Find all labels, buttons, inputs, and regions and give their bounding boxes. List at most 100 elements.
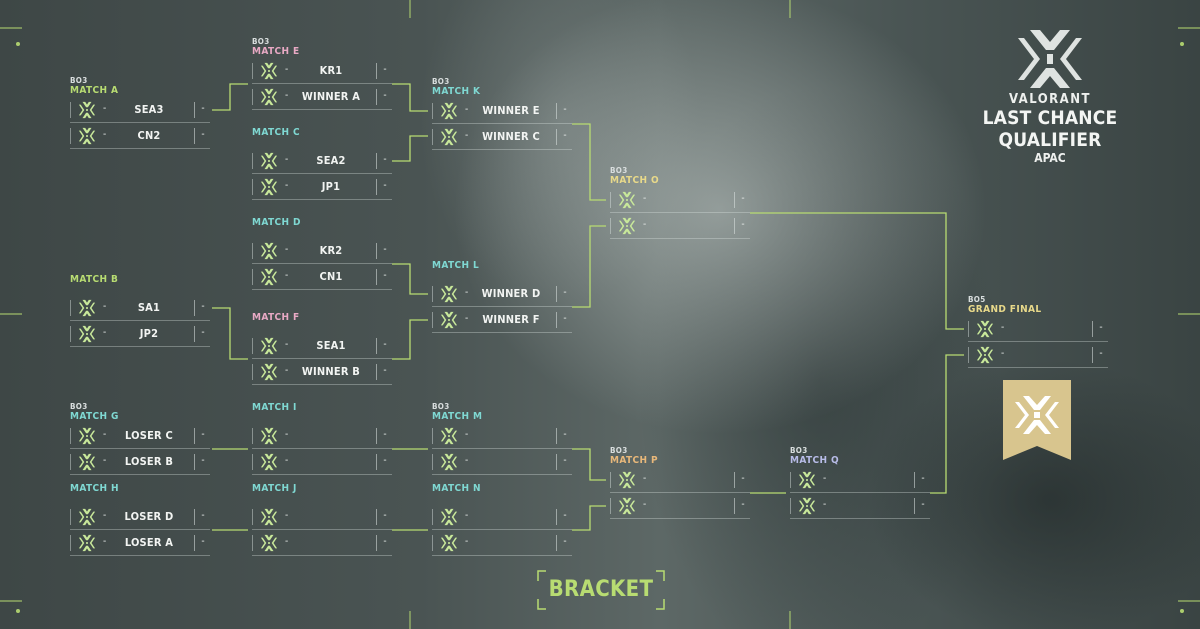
team-name: KR1 <box>319 64 343 77</box>
team-score: - <box>383 429 387 440</box>
team-name: CN2 <box>137 129 161 142</box>
team-logo-icon <box>618 217 636 235</box>
seed-dash: - <box>285 455 289 466</box>
team-logo-icon <box>260 242 278 260</box>
match-format: BO3 <box>252 37 270 46</box>
team-score: - <box>383 64 387 75</box>
team-score: - <box>201 327 205 338</box>
team-score: - <box>383 536 387 547</box>
team-logo-icon <box>798 471 816 489</box>
seed-dash: - <box>103 103 107 114</box>
seed-dash: - <box>285 244 289 255</box>
seed-dash: - <box>823 473 827 484</box>
team-row: -- <box>432 504 572 530</box>
team-logo-icon <box>260 427 278 445</box>
team-logo-icon <box>78 534 96 552</box>
team-score: - <box>563 130 567 141</box>
team-row: -- <box>968 316 1108 342</box>
match-format: BO3 <box>432 77 450 86</box>
champion-banner-icon <box>1003 380 1071 460</box>
team-name: WINNER B <box>301 365 361 378</box>
team-score: - <box>201 429 205 440</box>
team-name: LOSER D <box>124 510 174 523</box>
team-row: - KR2 - <box>252 238 392 264</box>
match-name: MATCH C <box>252 127 300 138</box>
match-name: MATCH L <box>432 260 480 271</box>
team-name: SA1 <box>137 301 161 314</box>
match-b: MATCH B-SA1--JP2- <box>70 274 210 347</box>
team-score: - <box>1099 348 1103 359</box>
team-row: -WINNER A- <box>252 84 392 110</box>
team-name: JP2 <box>139 327 159 340</box>
team-row: -WINNER F- <box>432 307 572 333</box>
seed-dash: - <box>285 429 289 440</box>
team-logo-icon <box>78 101 96 119</box>
team-score: - <box>383 244 387 255</box>
connector-line <box>572 225 606 308</box>
connector-line <box>392 135 428 162</box>
team-logo-icon <box>798 497 816 515</box>
seed-dash: - <box>643 193 647 204</box>
team-logo-icon <box>78 427 96 445</box>
match-name: MATCH G <box>70 411 119 422</box>
seed-dash: - <box>103 510 107 521</box>
team-score: - <box>383 365 387 376</box>
match-name: MATCH H <box>70 483 119 494</box>
team-logo-icon <box>440 102 458 120</box>
match-name: MATCH I <box>252 402 297 413</box>
team-row: -- <box>790 493 930 519</box>
team-score: - <box>741 499 745 510</box>
team-score: - <box>383 510 387 521</box>
team-logo-icon <box>440 427 458 445</box>
connector-line <box>212 307 248 360</box>
team-score: - <box>741 193 745 204</box>
match-name: MATCH E <box>252 46 300 57</box>
team-name: KR2 <box>319 244 343 257</box>
team-row: -- <box>610 213 750 239</box>
match-name: MATCH F <box>252 312 300 323</box>
seed-dash: - <box>1001 322 1005 333</box>
team-logo-icon <box>260 62 278 80</box>
team-row: -- <box>432 530 572 556</box>
seed-dash: - <box>465 510 469 521</box>
match-header: MATCH N <box>432 483 572 505</box>
team-row: -WINNER C- <box>432 124 572 150</box>
match-header: MATCH J <box>252 483 392 505</box>
match-header: MATCH F <box>252 312 392 334</box>
team-logo-icon <box>78 299 96 317</box>
match-header: MATCH L <box>432 260 572 282</box>
match-header: MATCH C <box>252 127 392 149</box>
seed-dash: - <box>285 510 289 521</box>
team-logo-icon <box>440 534 458 552</box>
match-h: MATCH H-LOSER D--LOSER A- <box>70 483 210 556</box>
team-row: -LOSER C- <box>70 423 210 449</box>
seed-dash: - <box>823 499 827 510</box>
team-row: -CN1- <box>252 264 392 290</box>
seed-dash: - <box>103 301 107 312</box>
team-name: SEA3 <box>134 103 164 116</box>
seed-dash: - <box>643 499 647 510</box>
team-row: -SEA3- <box>70 97 210 123</box>
event-title: LAST CHANCE QUALIFIER <box>982 107 1118 151</box>
team-name: SEA1 <box>316 339 346 352</box>
seed-dash: - <box>465 429 469 440</box>
team-score: - <box>201 129 205 140</box>
match-name: MATCH B <box>70 274 119 285</box>
team-logo-icon <box>440 285 458 303</box>
team-name: WINNER A <box>301 90 361 103</box>
team-logo-icon <box>976 320 994 338</box>
team-score: - <box>201 510 205 521</box>
team-logo-icon <box>260 508 278 526</box>
vct-logo-icon <box>1018 30 1082 88</box>
team-logo-icon <box>260 337 278 355</box>
team-logo-icon <box>440 128 458 146</box>
seed-dash: - <box>643 219 647 230</box>
connector-line <box>572 505 606 531</box>
team-logo-icon <box>260 152 278 170</box>
